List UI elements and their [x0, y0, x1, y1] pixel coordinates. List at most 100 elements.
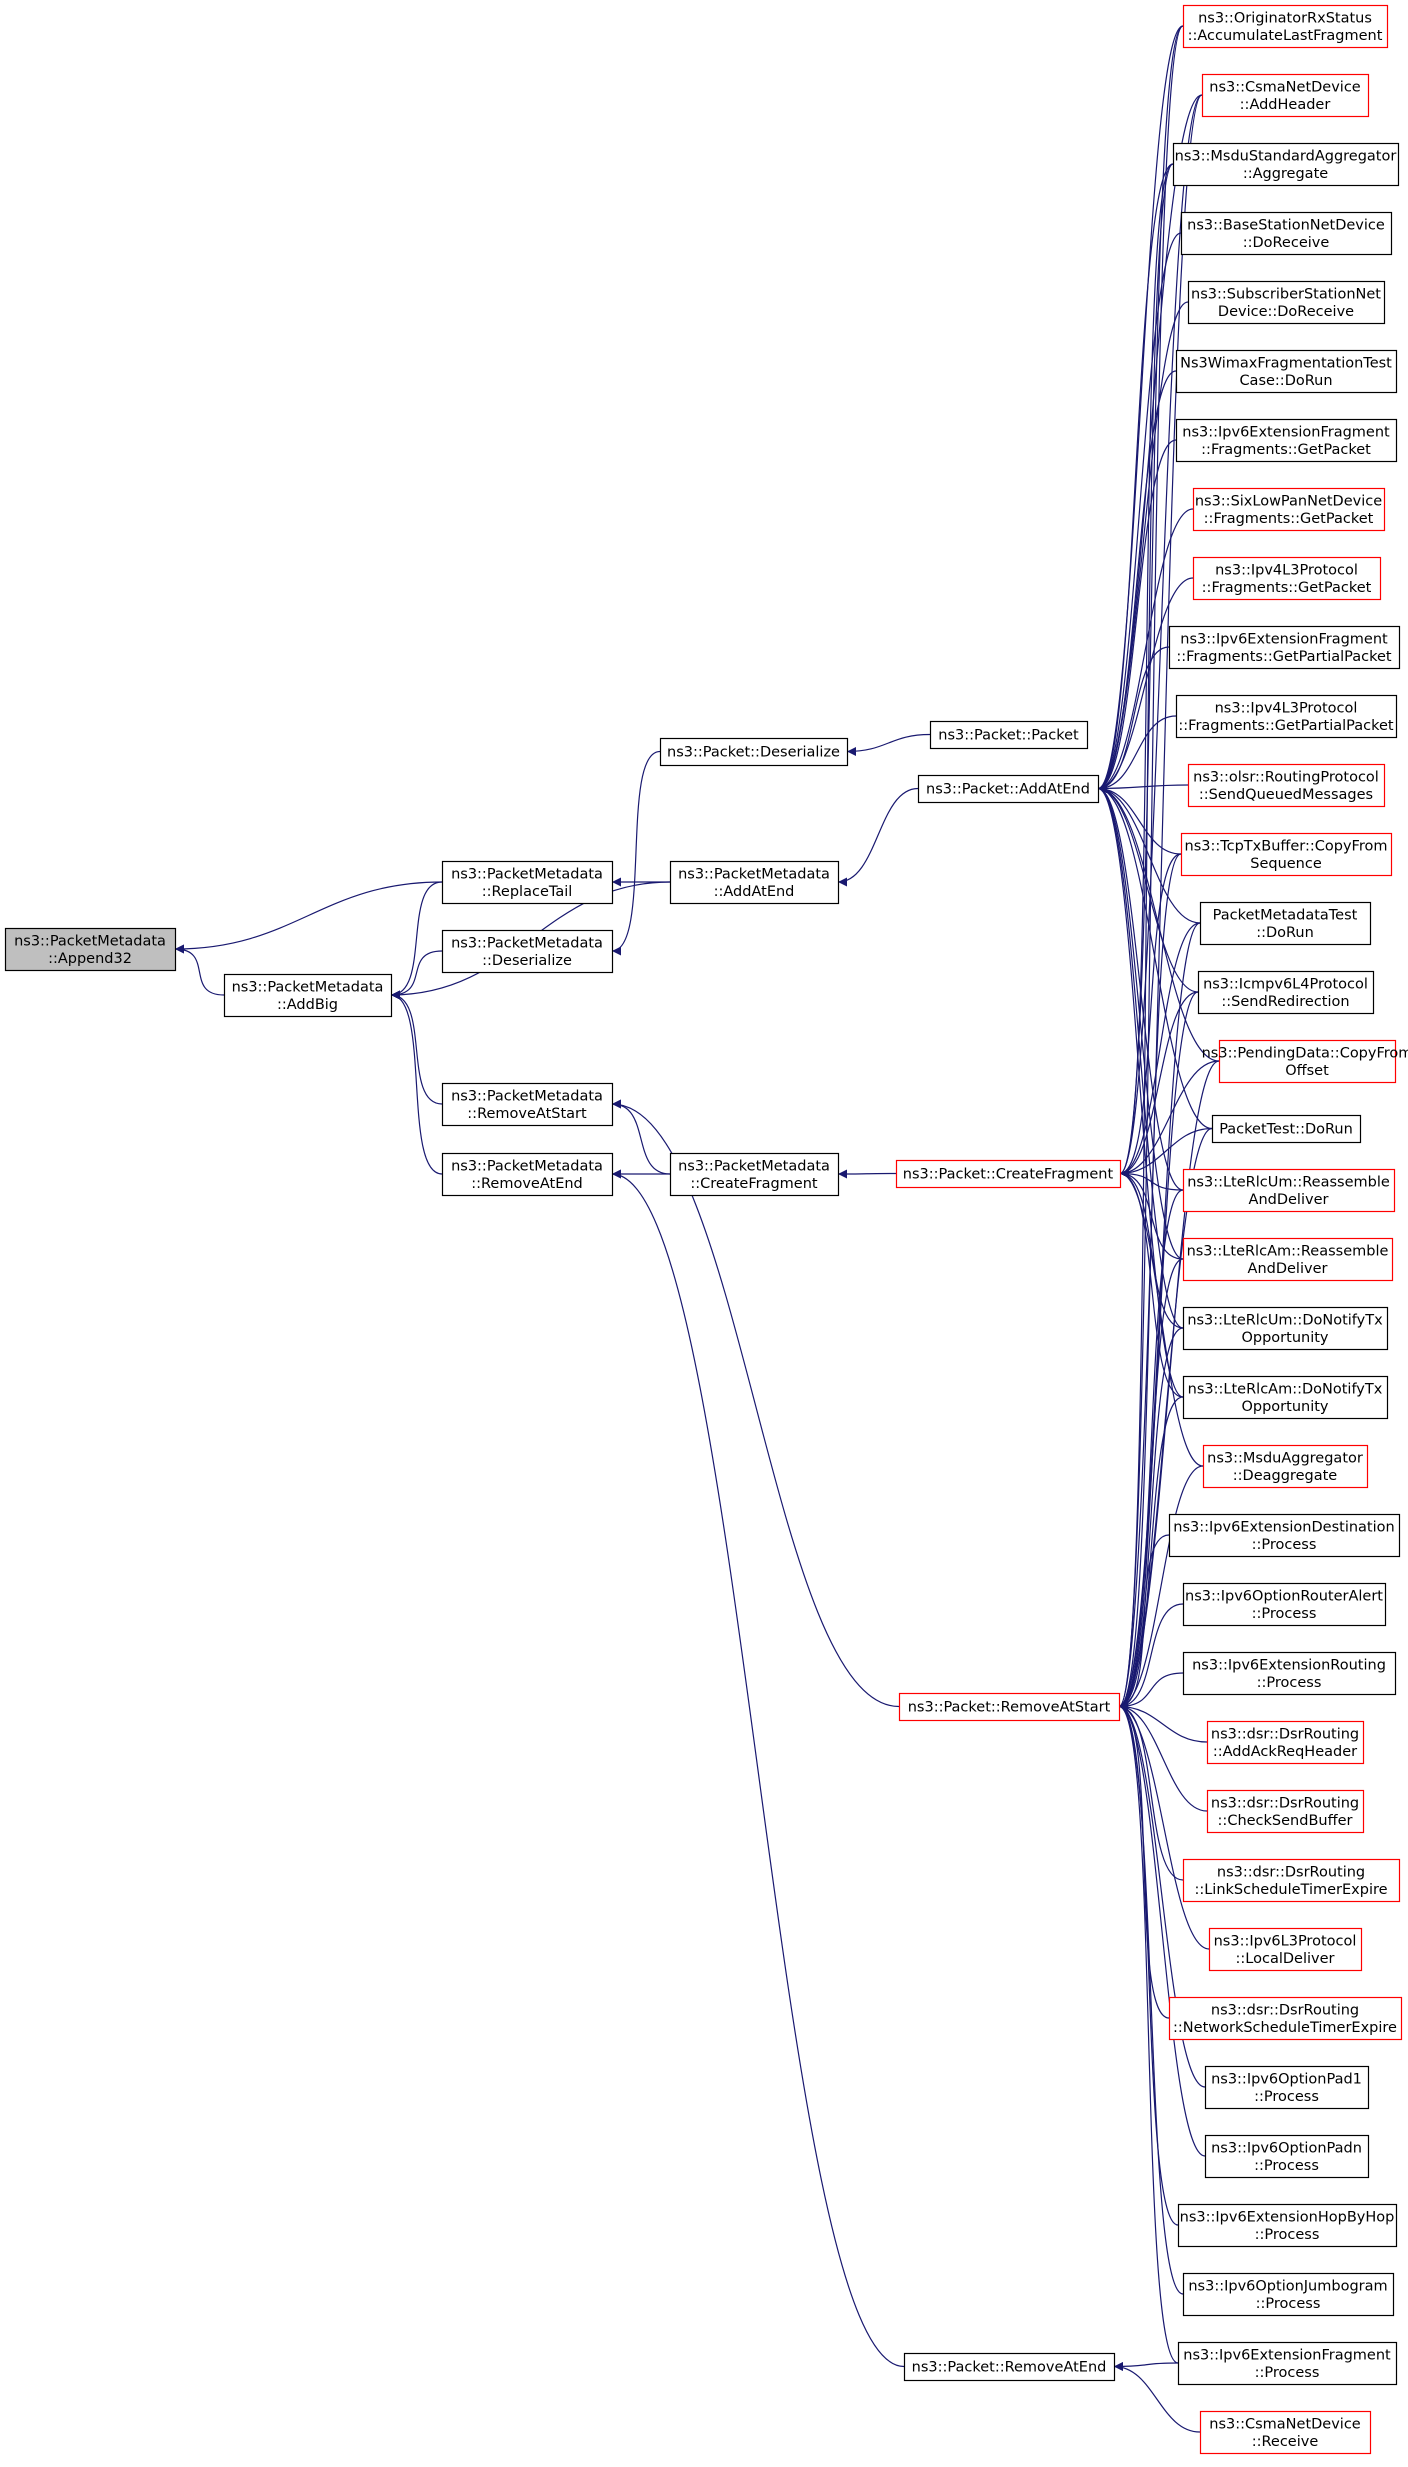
node-box — [1175, 418, 1398, 463]
node-r33[interactable]: ns3::Ipv6ExtensionHopByHop::Process — [1177, 2203, 1398, 2248]
edge-p_removeatstart-r35 — [1118, 1702, 1179, 2364]
edge-pm_deserialize-p_deserialize — [611, 750, 661, 956]
node-label-line: ns3::dsr::DsrRouting — [1211, 1795, 1359, 1811]
node-p_createfragment[interactable]: ns3::Packet::CreateFragment — [895, 1159, 1122, 1189]
node-label-line: ::AccumulateLastFragment — [1188, 28, 1383, 44]
edge-p_createfragment-r3 — [1119, 163, 1174, 1178]
node-pm_deserialize[interactable]: ns3::PacketMetadata::Deserialize — [441, 929, 614, 974]
node-r4[interactable]: ns3::BaseStationNetDevice::DoReceive — [1180, 211, 1393, 256]
node-p_removeatstart[interactable]: ns3::Packet::RemoveAtStart — [898, 1692, 1121, 1722]
node-r35[interactable]: ns3::Ipv6ExtensionFragment::Process — [1177, 2341, 1398, 2386]
node-label-line: ns3::Ipv6ExtensionRouting — [1192, 1657, 1386, 1673]
edge-p_removeatstart-r33 — [1118, 1702, 1179, 2226]
node-addbig[interactable]: ns3::PacketMetadata::AddBig — [223, 973, 393, 1018]
node-replacetail[interactable]: ns3::PacketMetadata::ReplaceTail — [441, 860, 614, 905]
edge-p_removeatstart-r18 — [1118, 1189, 1184, 1711]
node-r2[interactable]: ns3::CsmaNetDevice::AddHeader — [1201, 73, 1370, 118]
node-pm_createfragment[interactable]: ns3::PacketMetadata::CreateFragment — [669, 1152, 840, 1197]
node-box — [1168, 1996, 1403, 2041]
node-r26[interactable]: ns3::dsr::DsrRouting::AddAckReqHeader — [1206, 1720, 1365, 1765]
node-label-line: ::Process — [1254, 2158, 1319, 2174]
edge-p_addatend-r13 — [1097, 784, 1182, 855]
node-pm_removeatend[interactable]: ns3::PacketMetadata::RemoveAtEnd — [441, 1152, 614, 1197]
node-box — [1175, 694, 1398, 739]
node-p_deserialize[interactable]: ns3::Packet::Deserialize — [659, 737, 849, 767]
node-r24[interactable]: ns3::Ipv6OptionRouterAlert::Process — [1182, 1582, 1387, 1627]
node-box — [1180, 211, 1393, 256]
node-p_packet[interactable]: ns3::Packet::Packet — [929, 720, 1089, 750]
node-label-line: PacketTest::DoRun — [1219, 1122, 1353, 1138]
edge-p_removeatstart-r28 — [1118, 1702, 1184, 1881]
node-r10[interactable]: ns3::Ipv6ExtensionFragment::Fragments::G… — [1168, 625, 1401, 670]
node-label-line: ns3::PacketMetadata — [451, 866, 603, 882]
node-r12[interactable]: ns3::olsr::RoutingProtocol::SendQueuedMe… — [1187, 763, 1386, 808]
node-label-line: ns3::LteRlcAm::Reassemble — [1187, 1243, 1389, 1259]
node-label-line: ns3::PacketMetadata — [451, 1088, 603, 1104]
edge-p_removeatstart-r19 — [1118, 1258, 1184, 1711]
node-label-line: ns3::PacketMetadata — [14, 933, 166, 949]
node-r32[interactable]: ns3::Ipv6OptionPadn::Process — [1204, 2134, 1370, 2179]
node-box — [929, 720, 1089, 750]
node-r15[interactable]: ns3::Icmpv6L4Protocol::SendRedirection — [1197, 970, 1375, 1015]
node-r29[interactable]: ns3::Ipv6L3Protocol::LocalDeliver — [1208, 1927, 1363, 1972]
node-r8[interactable]: ns3::SixLowPanNetDevice::Fragments::GetP… — [1192, 487, 1386, 532]
node-r22[interactable]: ns3::MsduAggregator::Deaggregate — [1202, 1444, 1369, 1489]
node-label-line: Sequence — [1250, 856, 1322, 872]
node-label-line: ::Fragments::GetPacket — [1202, 580, 1372, 596]
node-box — [1175, 349, 1398, 394]
node-box — [441, 1082, 614, 1127]
node-r34[interactable]: ns3::Ipv6OptionJumbogram::Process — [1182, 2272, 1395, 2317]
node-r31[interactable]: ns3::Ipv6OptionPad1::Process — [1204, 2065, 1370, 2110]
edge-p_addatend-r14 — [1097, 784, 1201, 924]
node-r9[interactable]: ns3::Ipv4L3Protocol::Fragments::GetPacke… — [1192, 556, 1382, 601]
node-pm_removeatstart[interactable]: ns3::PacketMetadata::RemoveAtStart — [441, 1082, 614, 1127]
node-r23[interactable]: ns3::Ipv6ExtensionDestination::Process — [1168, 1513, 1401, 1558]
node-label-line: ::Process — [1255, 2227, 1320, 2243]
node-r11[interactable]: ns3::Ipv4L3Protocol::Fragments::GetParti… — [1175, 694, 1398, 739]
node-r25[interactable]: ns3::Ipv6ExtensionRouting::Process — [1182, 1651, 1397, 1696]
node-r7[interactable]: ns3::Ipv6ExtensionFragment::Fragments::G… — [1175, 418, 1398, 463]
node-r30[interactable]: ns3::dsr::DsrRouting::NetworkScheduleTim… — [1168, 1996, 1403, 2041]
node-root[interactable]: ns3::PacketMetadata::Append32 — [4, 927, 177, 972]
node-r1[interactable]: ns3::OriginatorRxStatus::AccumulateLastF… — [1182, 4, 1389, 49]
nodes-layer: ns3::PacketMetadata::Append32ns3::Packet… — [4, 4, 1408, 2455]
node-p_removeatend[interactable]: ns3::Packet::RemoveAtEnd — [903, 2352, 1116, 2382]
edge-p_removeatend-r36 — [1113, 2362, 1201, 2433]
node-pm_addatend[interactable]: ns3::PacketMetadata::AddAtEnd — [669, 860, 840, 905]
node-box — [1182, 1651, 1397, 1696]
node-label-line: ::AddAtEnd — [714, 884, 795, 900]
node-label-line: ns3::Ipv6ExtensionHopByHop — [1180, 2209, 1395, 2225]
edge-p_createfragment-r15 — [1119, 991, 1199, 1178]
node-label-line: ::DoReceive — [1243, 235, 1330, 251]
edge-p_removeatstart-r20 — [1118, 1327, 1184, 1711]
node-r27[interactable]: ns3::dsr::DsrRouting::CheckSendBuffer — [1206, 1789, 1365, 1834]
node-box — [1177, 2341, 1398, 2386]
node-label-line: ::ReplaceTail — [482, 884, 573, 900]
node-p_addatend[interactable]: ns3::Packet::AddAtEnd — [917, 774, 1100, 804]
node-box — [1202, 1444, 1369, 1489]
node-box — [441, 1152, 614, 1197]
edge-p_removeatstart-r34 — [1118, 1702, 1184, 2295]
edges-layer — [174, 25, 1220, 2433]
node-r3[interactable]: ns3::MsduStandardAggregator::Aggregate — [1172, 142, 1400, 187]
node-label-line: ns3::MsduStandardAggregator — [1175, 148, 1397, 164]
node-box — [669, 860, 840, 905]
edge-p_createfragment-r13 — [1119, 853, 1182, 1178]
edge-p_createfragment-r17 — [1119, 1127, 1213, 1178]
edge-p_addatend-r11 — [1097, 715, 1177, 793]
node-label-line: ns3::Ipv6ExtensionFragment — [1182, 424, 1390, 440]
node-r14[interactable]: PacketMetadataTest::DoRun — [1199, 901, 1372, 946]
node-r36[interactable]: ns3::CsmaNetDevice::Receive — [1199, 2410, 1372, 2455]
node-r28[interactable]: ns3::dsr::DsrRouting::LinkScheduleTimerE… — [1182, 1858, 1401, 1903]
node-r5[interactable]: ns3::SubscriberStationNetDevice::DoRecei… — [1187, 280, 1386, 325]
node-box — [1187, 280, 1386, 325]
node-label-line: ns3::OriginatorRxStatus — [1198, 10, 1372, 26]
node-r17[interactable]: PacketTest::DoRun — [1211, 1114, 1362, 1144]
